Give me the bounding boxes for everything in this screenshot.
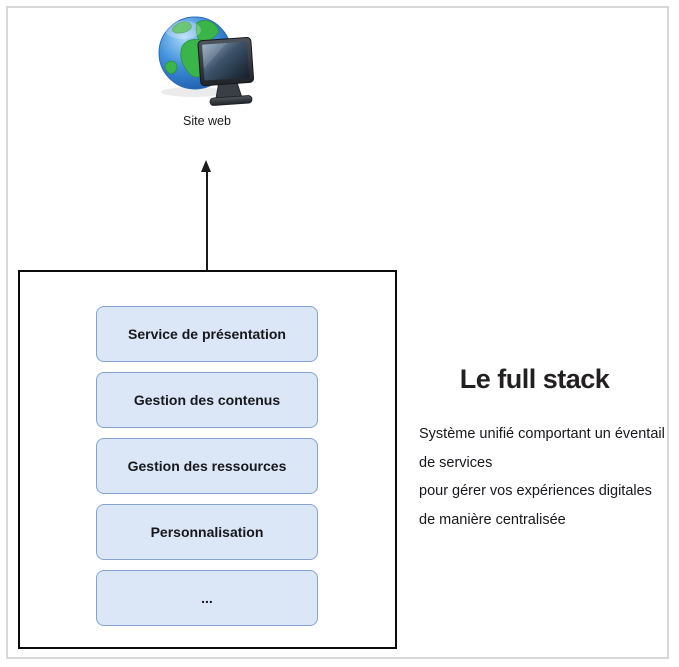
stack-box-presentation: Service de présentation	[96, 306, 318, 362]
stack-box-contenus: Gestion des contenus	[96, 372, 318, 428]
stack-container: Service de présentation Gestion des cont…	[18, 270, 397, 649]
panel-title: Le full stack	[459, 364, 610, 394]
site-web-label: Site web	[183, 114, 231, 128]
stack-box-label: Gestion des ressources	[127, 458, 287, 474]
arrow-up-head	[201, 160, 211, 172]
panel-description-line: Système unifié comportant un éventail	[419, 426, 665, 442]
stack-box-ressources: Gestion des ressources	[96, 438, 318, 494]
panel-description-line: de manière centralisée	[419, 511, 566, 528]
stack-box-label: Personnalisation	[150, 524, 264, 540]
stack-box-label: ...	[201, 590, 213, 606]
stack-box-label: Service de présentation	[128, 326, 286, 342]
panel-description: Système unifié comportant un éventail de…	[419, 420, 671, 534]
arrow-up-line	[206, 170, 208, 270]
panel-description-line: de services	[419, 454, 493, 471]
panel-description-line: pour gérer vos expériences digitales	[419, 483, 652, 499]
stack-box-personnalisation: Personnalisation	[96, 504, 318, 560]
stack-box-ellipsis: ...	[96, 570, 318, 626]
globe-monitor-icon	[155, 12, 259, 112]
stack-box-label: Gestion des contenus	[133, 392, 281, 408]
